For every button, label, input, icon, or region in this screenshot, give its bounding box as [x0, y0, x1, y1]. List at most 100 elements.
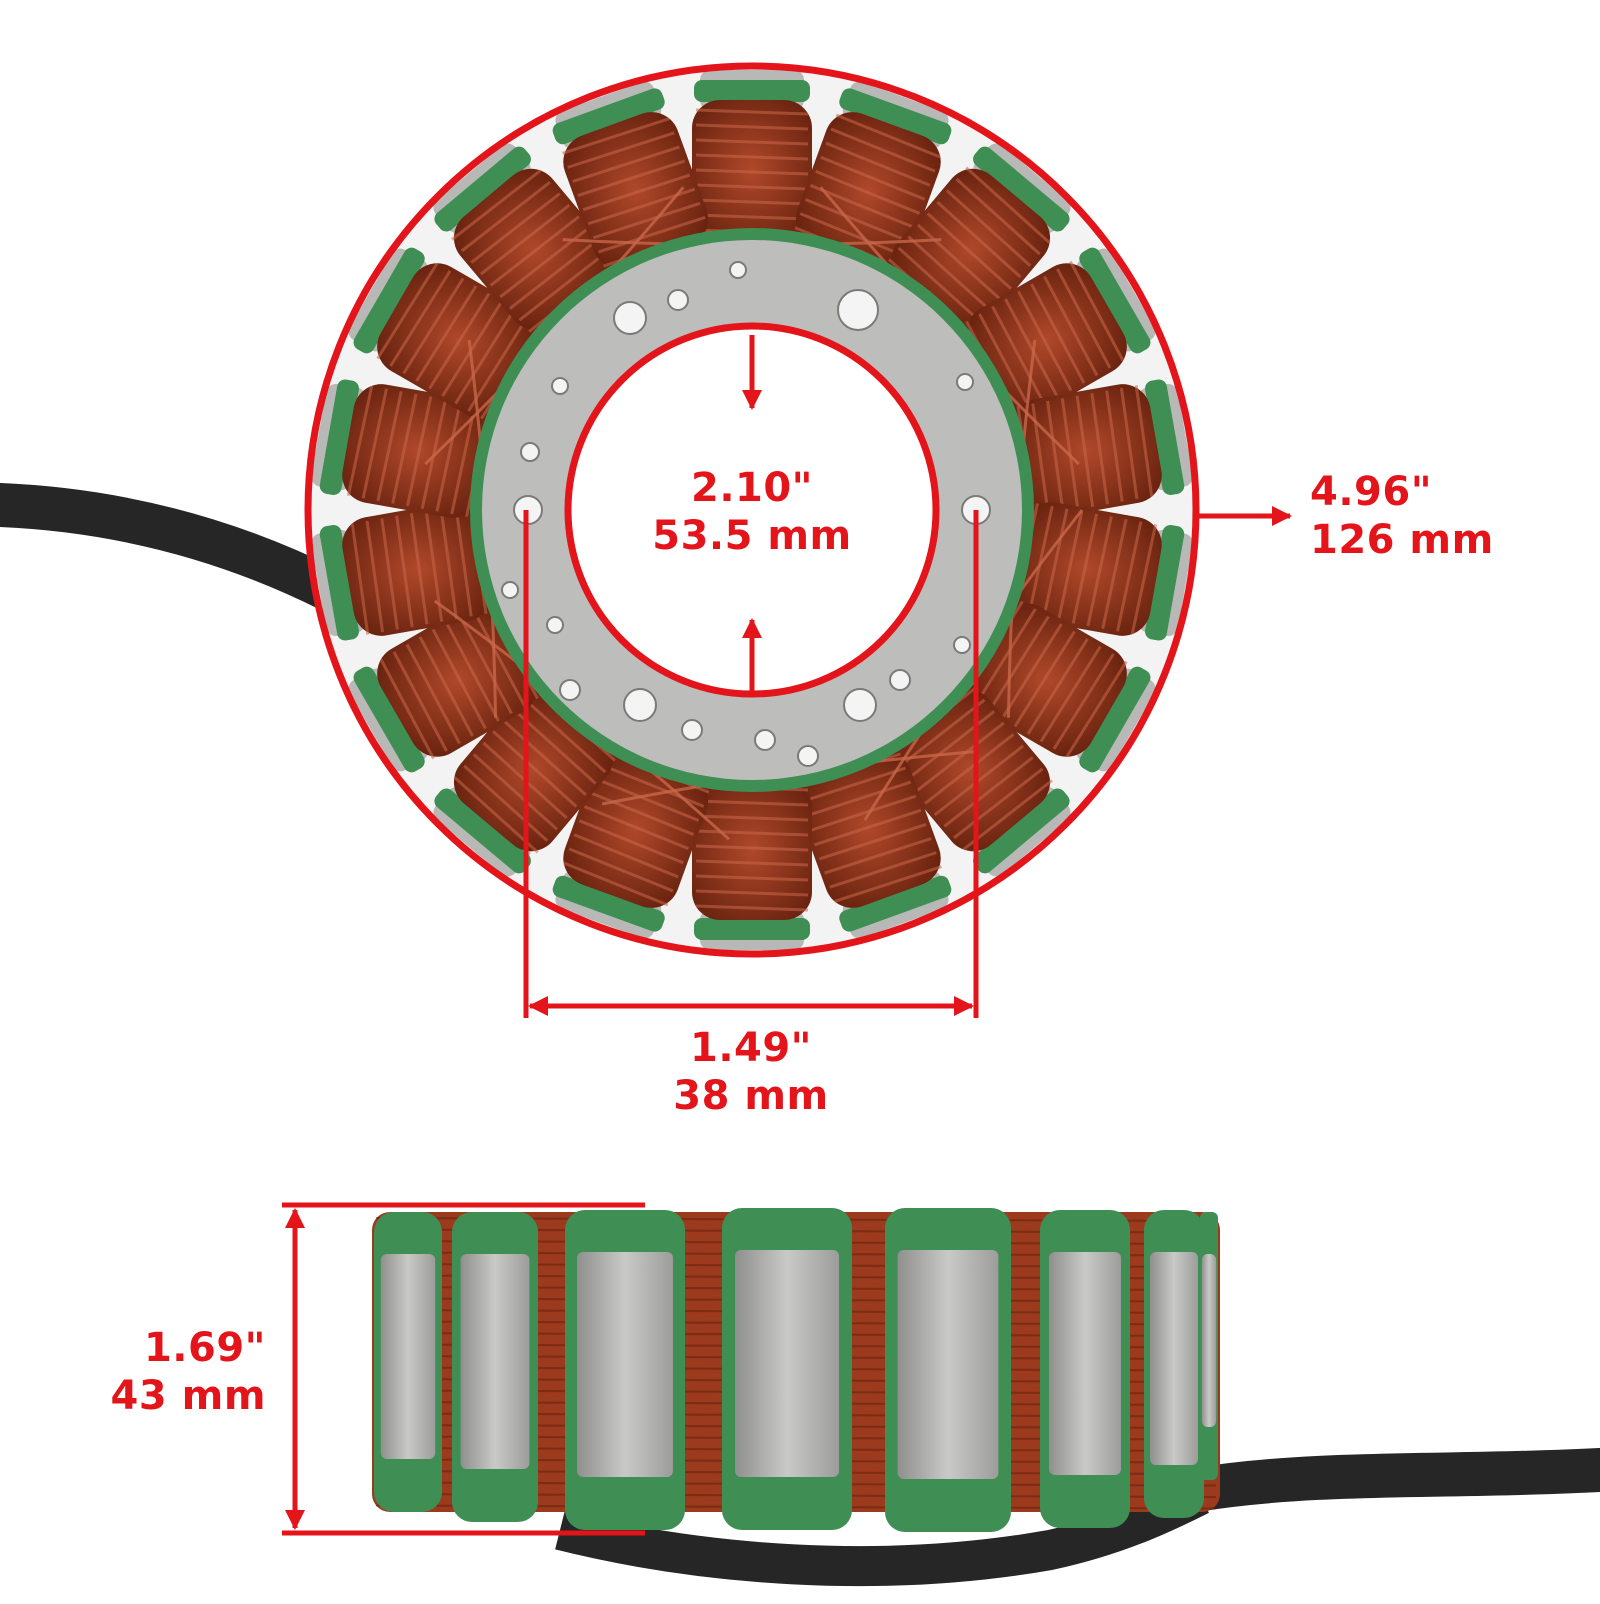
winding: [795, 112, 941, 269]
core-hole: [623, 688, 657, 722]
core-hole: [559, 679, 581, 701]
insulation-cap: [353, 247, 425, 354]
winding-turn: [583, 805, 689, 851]
winding-turn: [987, 615, 1050, 713]
insulation-cap: [1144, 524, 1185, 641]
winding-turn: [695, 123, 809, 131]
coil: [348, 247, 543, 420]
winding-turn: [460, 180, 551, 253]
winding-turn: [830, 127, 936, 173]
winding-turn: [489, 215, 580, 287]
bolt-spacing-mm: 38 mm: [673, 1073, 829, 1119]
core-hole: [953, 636, 971, 654]
height-mm: 43 mm: [110, 1373, 266, 1419]
insulation-cap: [973, 788, 1070, 874]
winding-turn: [578, 819, 684, 865]
winding: [891, 689, 1051, 852]
core-hole: [681, 719, 703, 741]
coil: [1011, 502, 1193, 641]
insulation-cap: [839, 88, 952, 145]
winding-turn: [798, 766, 906, 805]
winding-turn: [518, 249, 609, 322]
winding-turn: [695, 183, 809, 191]
height-label: 1.69" 43 mm: [66, 1324, 266, 1420]
winding-turn: [695, 904, 809, 912]
pole-steel: [735, 1250, 839, 1477]
pole-steel: [460, 1254, 530, 1469]
winding-turn: [917, 223, 1003, 302]
winding-turn: [953, 767, 1044, 840]
winding-turn: [479, 203, 571, 276]
winding-turn: [820, 155, 926, 201]
winding-turn: [936, 200, 1022, 279]
winding-turn: [441, 300, 504, 397]
winding-turn: [803, 780, 912, 819]
winding-turn: [924, 733, 1015, 805]
winding-turn: [376, 390, 403, 502]
winding-turn: [825, 141, 931, 187]
outer-diameter-inch: 4.96": [1310, 469, 1433, 515]
dimension-lines: [282, 335, 1292, 1536]
winding-turn: [431, 628, 487, 730]
cable-side: [1173, 1448, 1600, 1512]
winding-turn: [594, 777, 700, 822]
winding-turn: [695, 108, 809, 116]
stator-side-view: [372, 1208, 1600, 1587]
winding-turn: [695, 799, 809, 807]
insulation-cap: [434, 788, 531, 874]
winding-turn: [695, 829, 809, 837]
insulation-cap: [1144, 379, 1185, 496]
cable-bundle: [555, 1477, 1209, 1587]
winding-turn: [350, 523, 370, 635]
core-hole: [546, 616, 564, 634]
winding-turn: [1069, 260, 1125, 362]
winding-turn: [1101, 518, 1128, 630]
core-hole: [667, 289, 689, 311]
winding-turn: [589, 791, 695, 836]
winding-turn: [695, 153, 809, 161]
winding-turn: [695, 844, 809, 852]
winding-turn: [389, 270, 452, 367]
winding-turn: [824, 837, 932, 875]
winding-turn: [501, 718, 587, 797]
pole-steel: [1201, 1254, 1217, 1427]
coil: [1011, 379, 1193, 518]
winding-turn: [799, 212, 905, 258]
winding-turn: [829, 851, 937, 889]
winding-turn: [405, 643, 461, 745]
winding-turn: [695, 213, 809, 221]
winding-turn: [834, 865, 942, 903]
coil: [961, 600, 1156, 773]
core-hole: [889, 669, 911, 691]
winding-turn: [1043, 275, 1099, 377]
winding-turn: [472, 753, 559, 831]
winding-turn: [695, 138, 809, 146]
winding-turn: [914, 721, 1005, 794]
winding-turn: [1086, 516, 1113, 627]
winding-turn: [695, 198, 809, 206]
winding-turn: [1039, 645, 1102, 743]
winding: [453, 168, 613, 331]
winding-turn: [1119, 387, 1139, 500]
stator-top-view: [304, 62, 1200, 958]
core-hole: [613, 301, 647, 335]
winding: [692, 100, 812, 240]
coil: [433, 684, 616, 877]
winding-turn: [695, 168, 809, 176]
insulation-cap: [319, 524, 360, 641]
winding-turn: [1013, 630, 1076, 728]
core-hole: [843, 688, 877, 722]
winding-turn: [470, 192, 561, 264]
coil: [552, 748, 710, 939]
winding-turn: [409, 512, 429, 625]
winding-turn: [395, 515, 414, 628]
winding-turn: [991, 305, 1047, 407]
winding-turn: [1090, 392, 1109, 505]
winding-turn: [521, 695, 607, 774]
winding-turn: [1017, 290, 1073, 392]
winding-turn: [1052, 653, 1115, 750]
winding-turn: [695, 814, 809, 822]
winding-turn: [598, 215, 706, 254]
core-hole: [551, 377, 569, 395]
